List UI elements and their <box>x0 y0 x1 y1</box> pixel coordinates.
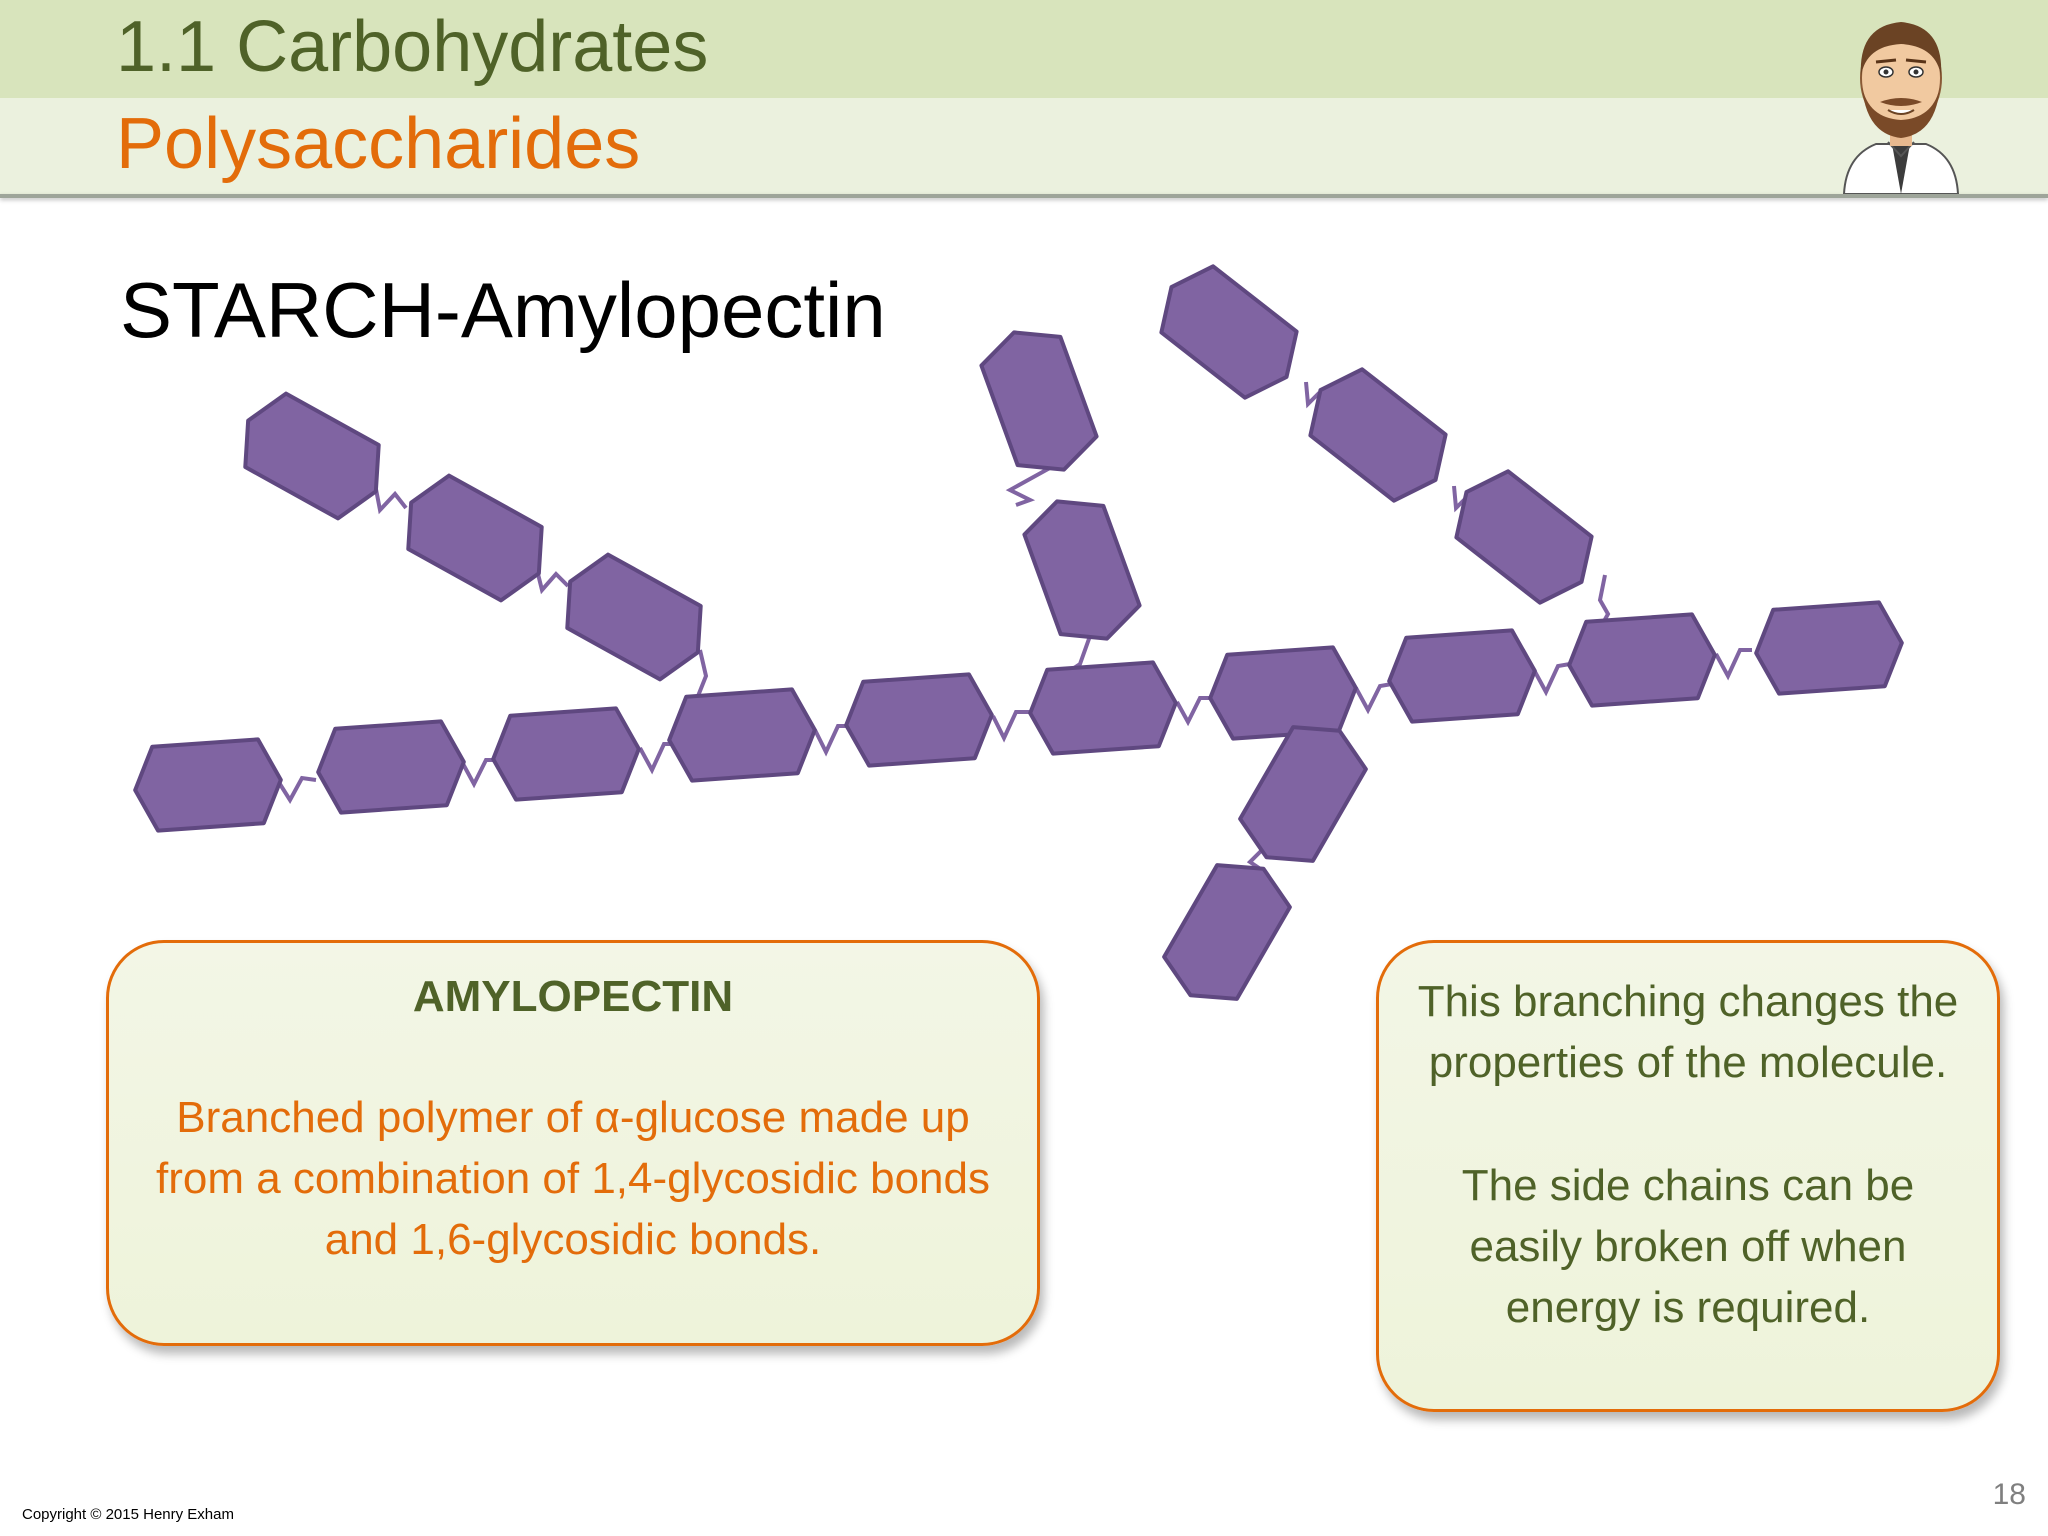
header-bottom-band <box>0 98 2048 194</box>
branching-note-box: This branching changes the properties of… <box>1376 940 2000 1412</box>
glucose-unit <box>844 672 994 768</box>
glucose-unit <box>1022 499 1142 641</box>
glucose-unit <box>1238 725 1368 863</box>
glycosidic-bond <box>1005 462 1058 507</box>
glycosidic-bond <box>373 483 408 515</box>
amylopectin-definition-box: AMYLOPECTIN Branched polymer of α-glucos… <box>106 940 1040 1346</box>
definition-text: Branched polymer of α-glucose made up fr… <box>156 1093 990 1264</box>
topic-title: 1.1 Carbohydrates <box>116 7 709 87</box>
header-divider <box>0 194 2048 198</box>
glucose-unit <box>1162 863 1292 1001</box>
glucose-unit <box>491 706 641 802</box>
glucose-unit <box>1028 660 1178 756</box>
glucose-unit <box>316 719 466 815</box>
glucose-unit <box>406 473 544 603</box>
glycosidic-bond <box>1532 662 1571 697</box>
glucose-unit <box>565 552 703 682</box>
glycosidic-bond <box>638 742 672 775</box>
glycosidic-bond <box>991 710 1030 743</box>
glycosidic-bond <box>535 569 570 595</box>
page-number: 18 <box>1992 1478 2026 1511</box>
glycosidic-bond <box>1246 848 1264 872</box>
glycosidic-bond <box>1354 682 1393 715</box>
header-top-band <box>0 0 2048 98</box>
glucose-unit <box>1208 645 1358 741</box>
glucose-unit <box>133 737 283 833</box>
glucose-unit <box>667 687 817 783</box>
glucose-unit <box>1454 469 1594 605</box>
glycosidic-bond <box>1175 696 1212 727</box>
copyright-notice: Copyright © 2015 Henry Exham <box>22 1506 234 1523</box>
glycosidic-bond <box>1714 648 1752 681</box>
teacher-avatar-icon <box>1842 22 1960 194</box>
subtopic-title: Polysaccharides <box>116 104 641 184</box>
glucose-unit <box>243 391 381 521</box>
glycosidic-bond <box>276 775 317 804</box>
glucose-unit <box>1159 264 1299 400</box>
side-chains-paragraph: The side chains can be easily broken off… <box>1461 1161 1915 1332</box>
definition-heading: AMYLOPECTIN <box>412 972 734 1021</box>
glucose-unit <box>1754 600 1904 696</box>
glucose-unit <box>1567 612 1717 708</box>
glucose-unit <box>1387 628 1537 724</box>
glycosidic-bond <box>813 724 848 757</box>
slide-title: STARCH-Amylopectin <box>120 266 886 354</box>
glycosidic-bond <box>460 758 496 789</box>
branching-paragraph: This branching changes the properties of… <box>1417 977 1959 1087</box>
glucose-unit <box>1308 367 1448 503</box>
glucose-unit <box>979 330 1099 472</box>
